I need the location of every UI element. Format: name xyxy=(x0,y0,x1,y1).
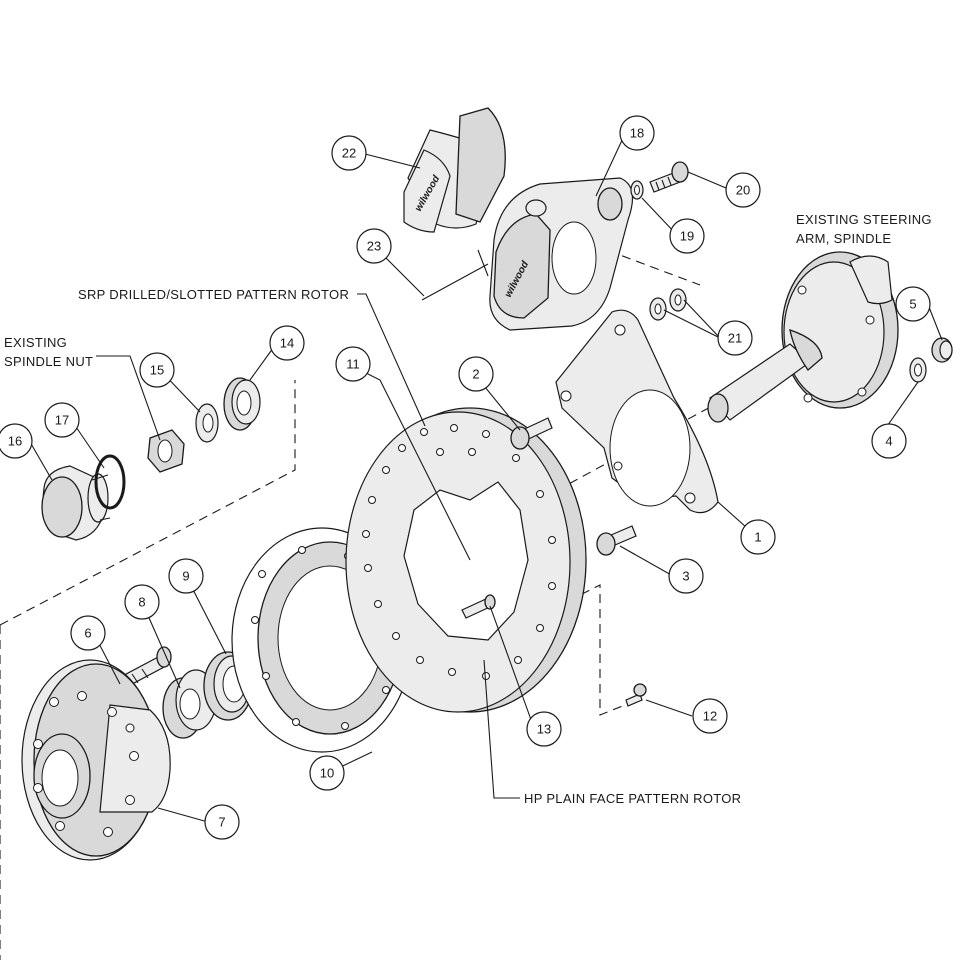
part-bubble-13: 13 xyxy=(526,711,562,747)
part-bubble-2: 2 xyxy=(458,356,494,392)
part-bubble-1: 1 xyxy=(740,519,776,555)
caliper-mount-bolt xyxy=(649,161,689,193)
caliper-mounting-bracket xyxy=(555,309,719,514)
svg-text:10: 10 xyxy=(320,766,334,781)
spindle-washer xyxy=(909,357,927,383)
bracket-bolt-upper xyxy=(510,417,553,450)
callout-spindle-nut-line1: EXISTING xyxy=(4,335,67,350)
o-ring xyxy=(94,454,126,510)
callout-steering-line1: EXISTING STEERING xyxy=(796,212,932,227)
svg-text:8: 8 xyxy=(138,595,145,610)
svg-text:2: 2 xyxy=(472,367,479,382)
svg-text:21: 21 xyxy=(728,331,742,346)
spindle-nut-small xyxy=(931,337,953,363)
hub xyxy=(21,659,171,861)
callout-srp-rotor: SRP DRILLED/SLOTTED PATTERN ROTOR xyxy=(78,287,349,302)
svg-text:19: 19 xyxy=(680,229,694,244)
caliper: wilwood xyxy=(489,177,634,331)
svg-text:11: 11 xyxy=(346,357,360,372)
callout-spindle-nut-line2: SPINDLE NUT xyxy=(4,354,93,369)
part-bubble-20: 20 xyxy=(725,172,761,208)
svg-text:22: 22 xyxy=(342,146,356,161)
brake-pads: wilwood xyxy=(403,107,506,233)
part-bubble-5: 5 xyxy=(895,286,931,322)
callout-hp-rotor: HP PLAIN FACE PATTERN ROTOR xyxy=(524,791,741,806)
hub-stud-holes xyxy=(33,691,139,837)
svg-text:23: 23 xyxy=(367,239,381,254)
srp-drilled-slotted-rotor xyxy=(345,407,587,713)
part-bubble-15: 15 xyxy=(139,352,175,388)
outer-bearing xyxy=(223,377,261,431)
rotor-mount-studs xyxy=(461,594,496,619)
dust-cap xyxy=(41,465,111,541)
svg-text:4: 4 xyxy=(885,434,892,449)
bracket-shims xyxy=(649,288,687,321)
part-bubble-14: 14 xyxy=(269,325,305,361)
part-bubble-4: 4 xyxy=(871,423,907,459)
svg-text:9: 9 xyxy=(182,569,189,584)
part-bubble-11: 11 xyxy=(335,346,371,382)
part-bubble-17: 17 xyxy=(44,402,80,438)
svg-text:12: 12 xyxy=(703,709,717,724)
pad-retainer-pin xyxy=(421,249,489,301)
callout-labels: SRP DRILLED/SLOTTED PATTERN ROTOR EXISTI… xyxy=(4,212,932,806)
part-bubble-18: 18 xyxy=(619,115,655,151)
svg-text:7: 7 xyxy=(218,815,225,830)
existing-spindle xyxy=(707,251,899,423)
part-bubble-9: 9 xyxy=(168,558,204,594)
part-bubble-3: 3 xyxy=(668,558,704,594)
svg-text:17: 17 xyxy=(55,413,69,428)
svg-text:13: 13 xyxy=(537,722,551,737)
svg-text:6: 6 xyxy=(84,626,91,641)
washer xyxy=(195,403,219,443)
bracket-bolt-lower xyxy=(596,525,637,556)
callout-steering-line2: ARM, SPINDLE xyxy=(796,231,891,246)
svg-text:15: 15 xyxy=(150,363,164,378)
rotor-screw xyxy=(625,683,647,707)
svg-text:5: 5 xyxy=(909,297,916,312)
svg-text:18: 18 xyxy=(630,126,644,141)
svg-text:14: 14 xyxy=(280,336,294,351)
part-bubble-8: 8 xyxy=(124,584,160,620)
leader-lines xyxy=(29,135,943,823)
svg-text:20: 20 xyxy=(736,183,750,198)
part-bubble-7: 7 xyxy=(204,804,240,840)
part-number-bubbles: 1 2 3 4 5 6 7 8 9 10 11 12 13 14 15 16 1… xyxy=(0,115,931,840)
caliper-bolt-washer xyxy=(630,180,644,200)
svg-text:1: 1 xyxy=(754,530,761,545)
spindle-nut xyxy=(147,429,185,473)
part-bubble-21: 21 xyxy=(717,320,753,356)
part-bubble-10: 10 xyxy=(309,755,345,791)
part-bubble-22: 22 xyxy=(331,135,367,171)
srp-rotor-drill-holes xyxy=(362,424,556,680)
part-bubble-23: 23 xyxy=(356,228,392,264)
part-bubble-12: 12 xyxy=(692,698,728,734)
svg-text:16: 16 xyxy=(8,434,22,449)
part-bubble-6: 6 xyxy=(70,615,106,651)
svg-text:3: 3 xyxy=(682,569,689,584)
part-bubble-16: 16 xyxy=(0,423,33,459)
part-bubble-19: 19 xyxy=(669,218,705,254)
